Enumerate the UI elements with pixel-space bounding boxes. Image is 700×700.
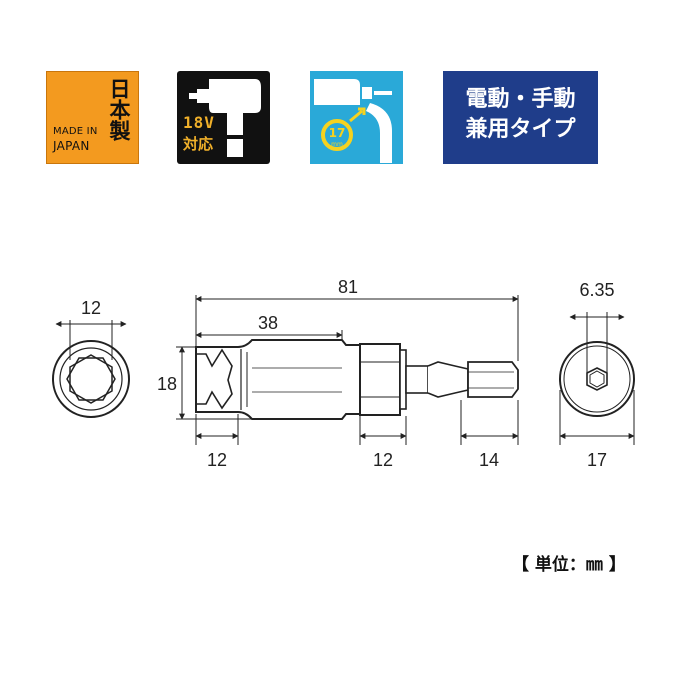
voltage-compatible-label: 対応 (183, 135, 214, 153)
side-view: 81 38 18 12 12 14 (157, 277, 519, 470)
overall-length-dimension: 81 (338, 277, 358, 297)
dual-use-line1: 電動・手動 (465, 87, 576, 112)
front-hex-dimension: 12 (81, 298, 101, 318)
socket-size-badge: 17 mm (310, 71, 403, 164)
rear-diameter-dimension: 17 (587, 450, 607, 470)
unit-label: 【 単位：㎜ 】 (512, 555, 626, 575)
rear-hex-dimension: 6.35 (579, 280, 614, 300)
socket-depth-dimension: 38 (258, 313, 278, 333)
made-in-japan-badge: 日本製 MADE IN JAPAN (46, 71, 139, 164)
outer-diameter-dimension: 18 (157, 374, 177, 394)
front-length-dimension: 12 (207, 450, 227, 470)
made-in-label: MADE IN (53, 126, 98, 137)
rear-view: 6.35 17 (559, 280, 635, 470)
front-view: 12 (52, 298, 130, 418)
dual-use-badge: 電動・手動 兼用タイプ (443, 71, 598, 164)
dual-use-line2: 兼用タイプ (465, 117, 576, 142)
voltage-badge: 18V 対応 (177, 71, 270, 164)
socket-on-tool-icon: 17 mm (310, 71, 403, 164)
impact-driver-icon (189, 79, 261, 157)
socket-size-unit: mm (331, 141, 343, 148)
socket-size-value: 17 (329, 126, 346, 140)
shank-length-dimension: 14 (479, 450, 499, 470)
voltage-value: 18V (183, 113, 215, 132)
made-in-japan-kanji: 日本製 (107, 78, 131, 141)
japan-label: JAPAN (53, 139, 90, 153)
collar-length-dimension: 12 (373, 450, 393, 470)
